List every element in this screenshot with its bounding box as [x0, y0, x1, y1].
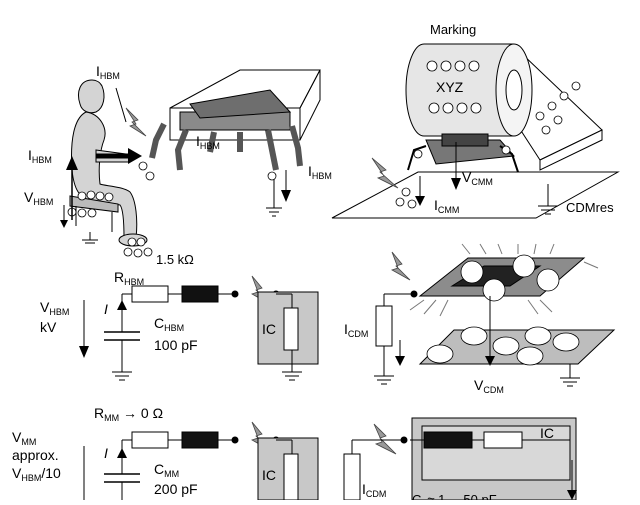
- mm-ratio-suffix: /10: [41, 465, 61, 481]
- chip-charges: [460, 254, 560, 302]
- mm-circuit-current: I: [104, 445, 108, 461]
- cmm-current-label: I: [434, 197, 438, 213]
- cmm-current-sub: CMM: [438, 205, 460, 215]
- hbm-resistor: [131, 285, 169, 303]
- svg-text:RMM → 0 Ω: RMM → 0 Ω: [94, 405, 163, 423]
- plane-charges: [426, 326, 580, 366]
- hbm-voltage-label: V: [24, 189, 34, 205]
- cdm-bottom-circuit: ICDM IC C ≈ 1 ... 50 pF: [343, 417, 577, 505]
- hbm-ground-current-sub: HBM: [312, 171, 332, 181]
- hbm-ground-current-label: I: [308, 163, 312, 179]
- svg-text:VHBM: VHBM: [40, 299, 69, 317]
- cmm-voltage-sub: CMM: [471, 177, 493, 187]
- source-resistor-label: 1.5 kΩ: [156, 252, 194, 267]
- hbm-left-current-sub: HBM: [32, 155, 52, 165]
- mm-resistor-suffix: → 0 Ω: [119, 405, 163, 421]
- hbm-top-current-sub: HBM: [100, 71, 120, 81]
- svg-text:CMM: CMM: [154, 461, 179, 479]
- svg-text:ICMM: ICMM: [434, 197, 459, 215]
- cdm-voltage-sub: CDM: [483, 385, 504, 395]
- svg-text:VCMM: VCMM: [462, 169, 493, 187]
- svg-text:IHBM: IHBM: [308, 163, 332, 181]
- drum-charges: [426, 60, 581, 135]
- hbm-chip-current-sub: HBM: [200, 141, 220, 151]
- svg-text:VHBM/10: VHBM/10: [12, 465, 61, 483]
- cdm-bottom-current-sub: CDM: [366, 489, 387, 499]
- hbm-capacitance: 100 pF: [154, 337, 198, 353]
- cdm-voltage-label: V: [474, 377, 484, 393]
- person-figure: [69, 79, 148, 247]
- marking-label: Marking: [430, 22, 476, 37]
- mm-ratio-label: V: [12, 465, 22, 481]
- mm-resistor: [131, 431, 169, 449]
- cdm-bottom-ic-label: IC: [540, 425, 554, 441]
- hbm-voltage-unit: kV: [40, 319, 57, 335]
- svg-text:IHBM: IHBM: [96, 63, 120, 81]
- mm-resistor-sub: MM: [104, 413, 119, 423]
- svg-text:IHBM: IHBM: [196, 133, 220, 151]
- hbm-chip-current-label: I: [196, 133, 200, 149]
- cdm-bottom-cap-text: C: [412, 492, 421, 500]
- cdm-bottom-current: I: [362, 481, 366, 497]
- hbm-resistor-label: R: [114, 269, 124, 285]
- mm-inductor: [181, 431, 219, 449]
- svg-text:IHBM: IHBM: [28, 147, 52, 165]
- hbm-circuit: 1.5 kΩ RHBM I VHBM kV CHBM 100 pF: [40, 252, 319, 381]
- mm-voltage-label: V: [12, 429, 22, 445]
- mm-voltage-sub: MM: [21, 437, 36, 447]
- chip-marking-text: XYZ: [436, 79, 464, 95]
- svg-text:CHBM: CHBM: [154, 315, 184, 333]
- mm-capacitance: 200 pF: [154, 481, 198, 497]
- person-charges: [67, 161, 155, 258]
- cdm-scene: Marking XYZ: [331, 22, 620, 219]
- hbm-circuit-current: I: [104, 301, 108, 317]
- cdm-ground-label: CDMres: [566, 200, 614, 215]
- dip-package: [149, 69, 321, 171]
- hbm-left-current-label: I: [28, 147, 32, 163]
- hbm-top-current-label: I: [96, 63, 100, 79]
- cmm-voltage-label: V: [462, 169, 472, 185]
- svg-text:VHBM: VHBM: [24, 189, 53, 207]
- cdm-current-label: I: [344, 321, 348, 337]
- svg-text:ICDM: ICDM: [362, 481, 386, 499]
- hbm-inductor: [181, 285, 219, 303]
- mm-resistor-label: R: [94, 405, 104, 421]
- mm-circuit: RMM → 0 Ω I VMM approx. VHBM/10 CMM 200 …: [12, 405, 319, 501]
- svg-text:VCDM: VCDM: [474, 377, 504, 395]
- mm-ic-label: IC: [262, 467, 276, 483]
- hbm-voltage-sub: HBM: [33, 197, 53, 207]
- hbm-capacitor-sub: HBM: [164, 323, 184, 333]
- mm-capacitor-label: C: [154, 461, 164, 477]
- hbm-circuit-voltage: V: [40, 299, 50, 315]
- svg-text:ICDM: ICDM: [344, 321, 368, 339]
- mm-ratio-sub: HBM: [21, 473, 41, 483]
- cdm-current-sub: CDM: [348, 329, 369, 339]
- hbm-ic-label: IC: [262, 321, 276, 337]
- cdm-circuit: ICDM VCDM: [344, 243, 616, 395]
- svg-text:RHBM: RHBM: [114, 269, 144, 287]
- mm-capacitor-sub: MM: [164, 469, 179, 479]
- hbm-circuit-voltage-sub: HBM: [49, 307, 69, 317]
- hbm-scene: IHBM IHBM IHBM IHBM VHBM: [24, 63, 332, 258]
- hbm-capacitor-label: C: [154, 315, 164, 331]
- svg-text:VMM: VMM: [12, 429, 36, 447]
- cdm-bottom-cap-value: ≈ 1 ... 50 pF: [427, 492, 496, 500]
- mm-approx: approx.: [12, 447, 59, 463]
- hbm-resistor-sub: HBM: [124, 277, 144, 287]
